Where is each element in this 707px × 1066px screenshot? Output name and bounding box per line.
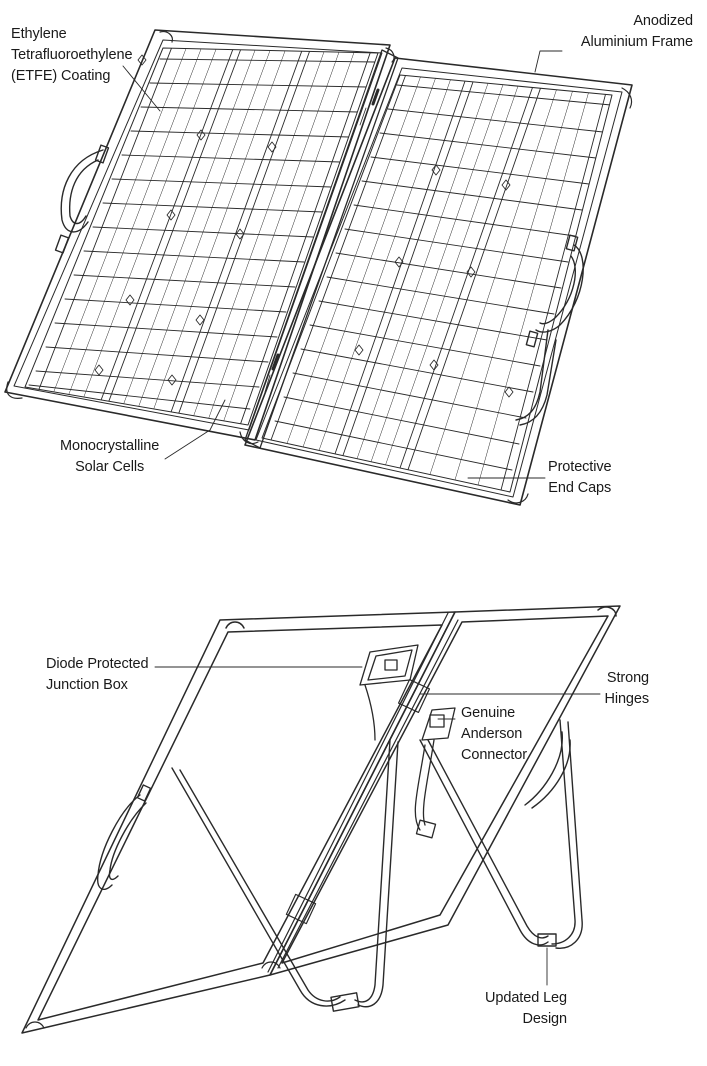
left-cell-diamonds (94, 54, 277, 386)
solar-cells-label: Monocrystalline Solar Cells (60, 436, 159, 478)
right-cell-grid (270, 75, 612, 491)
leg-design-label: Updated Leg Design (485, 988, 567, 1030)
rear-end-caps (25, 961, 281, 1029)
anderson-line-3: Connector (461, 747, 527, 763)
hinges-label: Strong Hinges (604, 668, 649, 710)
leg-line-1: Updated Leg (485, 990, 567, 1006)
caps-line-2: End Caps (548, 480, 612, 496)
caps-line-1: Protective (548, 459, 612, 475)
junction-box-label: Diode Protected Junction Box (46, 654, 149, 696)
left-panel-frame (4, 29, 391, 441)
junction-line-2: Junction Box (46, 677, 128, 693)
left-handle (54, 144, 110, 254)
front-view (4, 29, 633, 506)
cells-line-1: Monocrystalline (60, 438, 160, 454)
frame-line-2: Aluminium Frame (580, 34, 693, 50)
etfe-coating-label: Ethylene Tetrafluoroethylene (ETFE) Coat… (11, 24, 133, 87)
anodized-frame-label: Anodized Aluminium Frame (581, 11, 693, 53)
right-panel-frame (244, 57, 633, 506)
hinges-line-2: Hinges (604, 691, 649, 707)
etfe-line-1: Ethylene (11, 26, 67, 42)
rear-right-frame (269, 605, 621, 976)
bottom-leader-lines (154, 666, 601, 986)
anderson-line-2: Anderson (461, 726, 523, 742)
cells-line-2: Solar Cells (75, 459, 145, 475)
junction-line-1: Diode Protected (46, 656, 149, 672)
hinges-line-1: Strong (606, 670, 649, 686)
etfe-line-3: (ETFE) Coating (11, 68, 111, 84)
anderson-connector (414, 707, 456, 839)
rear-view (21, 605, 621, 1034)
left-cell-grid (28, 48, 376, 425)
etfe-line-2: Tetrafluoroethylene (11, 47, 133, 63)
anderson-line-1: Genuine (461, 705, 516, 721)
right-handle (525, 234, 584, 348)
rear-hinge (267, 612, 459, 973)
top-leader-lines (122, 50, 563, 479)
anderson-connector-label: Genuine Anderson Connector (461, 703, 527, 766)
end-caps (6, 31, 633, 504)
leg-line-2: Design (522, 1011, 567, 1027)
frame-line-1: Anodized (633, 13, 693, 29)
junction-box (359, 644, 419, 741)
rear-kickstand-leg (515, 329, 557, 426)
rear-legs (171, 719, 583, 1012)
right-cell-diamonds (354, 164, 514, 398)
end-caps-label: Protective End Caps (548, 457, 612, 499)
